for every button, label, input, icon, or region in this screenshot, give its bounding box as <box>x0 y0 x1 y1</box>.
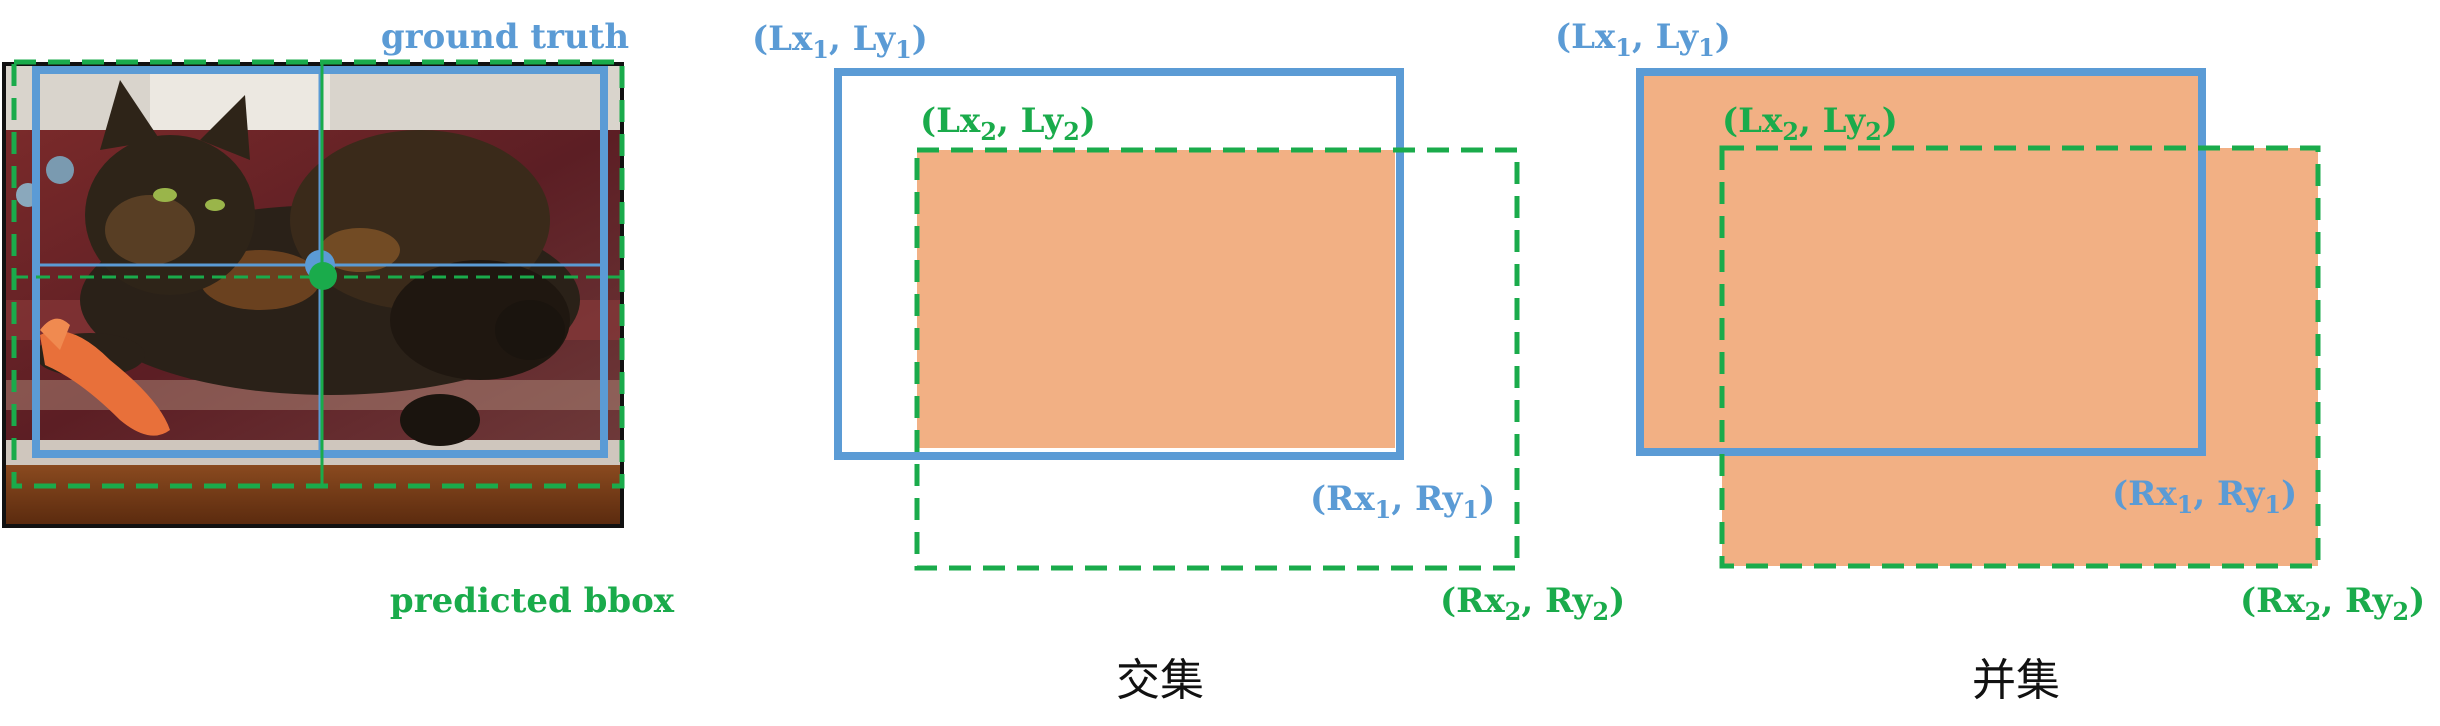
ground-truth-label: ground truth <box>381 17 629 57</box>
intersection-gt-bottom-right-label: (Rx1, Ry1) <box>1310 479 1495 524</box>
intersection-area <box>917 150 1395 448</box>
union-pred-box <box>1719 145 2321 569</box>
union-panel: (Lx1, Ly1) (Lx2, Ly2) (Rx1, Ry1) (Rx2, R… <box>1555 17 2425 706</box>
cat-photo <box>4 64 622 526</box>
union-pred-bottom-right-label: (Rx2, Ry2) <box>2240 581 2425 626</box>
union-gt-top-left-label: (Lx1, Ly1) <box>1555 17 1731 62</box>
union-pred-area <box>1722 148 2318 566</box>
intersection-panel: (Lx1, Ly1) (Lx2, Ly2) (Rx1, Ry1) (Rx2, R… <box>752 19 1625 706</box>
pred-center-point <box>309 262 337 290</box>
intersection-gt-box <box>834 68 1404 460</box>
union-gt-bottom-right-label: (Rx1, Ry1) <box>2112 474 2297 519</box>
predicted-box <box>11 59 625 489</box>
intersection-caption: 交集 <box>1116 655 1204 706</box>
intersection-gt-top-left-label: (Lx1, Ly1) <box>752 19 928 64</box>
intersection-pred-top-left-label: (Lx2, Ly2) <box>920 101 1096 146</box>
photo-frame <box>2 62 624 528</box>
intersection-pred-bottom-right-label: (Rx2, Ry2) <box>1440 581 1625 626</box>
predicted-bbox-label: predicted bbox <box>390 581 675 621</box>
union-pred-top-left-label: (Lx2, Ly2) <box>1722 101 1898 146</box>
union-caption: 并集 <box>1972 655 2060 706</box>
photo-panel: ground truth predicted bbox <box>2 17 675 621</box>
union-gt-box <box>1636 68 2206 456</box>
